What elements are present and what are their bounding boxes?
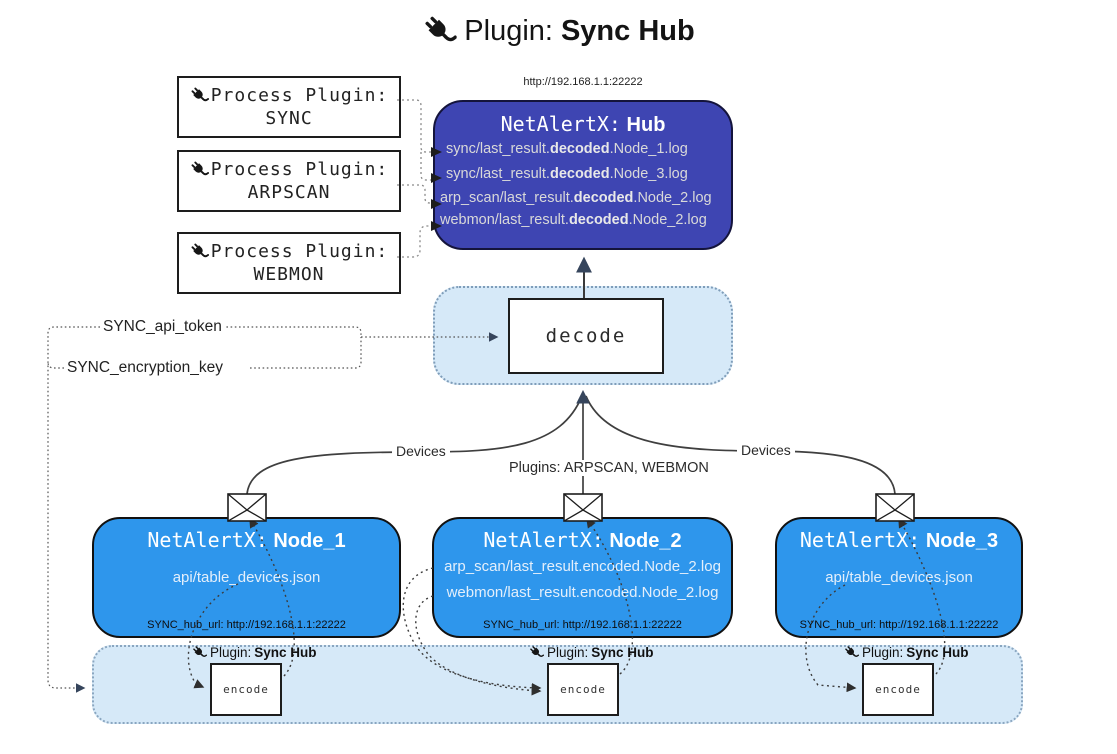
- encode-box: encode: [862, 663, 934, 716]
- process-plugin-arpscan-box: Process Plugin: ARPSCAN: [177, 150, 401, 212]
- node-title: NetAlertX: Node_2: [483, 528, 682, 552]
- decode-box: decode: [508, 298, 664, 374]
- encode-box: encode: [547, 663, 619, 716]
- sync-hub-plugin-label: Plugin:Sync Hub: [844, 645, 969, 660]
- process-plugin-name: SYNC: [265, 108, 313, 129]
- nodes-to-decode-edges: [246, 389, 896, 495]
- process-plugin-sync-box: Process Plugin: SYNC: [177, 76, 401, 138]
- title-name: Sync Hub: [560, 14, 695, 47]
- plug-icon: [422, 14, 456, 48]
- process-plugin-label: Process Plugin:: [210, 159, 389, 180]
- hub-url-label: http://192.168.1.1:22222: [523, 76, 643, 88]
- node-2-box: NetAlertX: Node_2 arp_scan/last_result.e…: [432, 517, 733, 638]
- process-plugin-label: Process Plugin:: [210, 241, 389, 262]
- sync-hub-plugin-label: Plugin:Sync Hub: [529, 645, 654, 660]
- node-file-line: api/table_devices.json: [825, 569, 973, 586]
- node-file-line: arp_scan/last_result.encoded.Node_2.log: [444, 558, 721, 575]
- node-3-box: NetAlertX: Node_3 api/table_devices.json…: [775, 517, 1023, 638]
- node-title: NetAlertX: Node_1: [147, 528, 346, 552]
- node-title: NetAlertX: Node_3: [799, 528, 999, 552]
- node-1-box: NetAlertX: Node_1 api/table_devices.json…: [92, 517, 401, 638]
- node-file-line: webmon/last_result.encoded.Node_2.log: [446, 584, 719, 601]
- plug-icon: [192, 645, 207, 660]
- plugins-edge-label: Plugins: ARPSCAN, WEBMON: [505, 460, 713, 476]
- node-file-line: api/table_devices.json: [172, 569, 321, 586]
- sync-encryption-key-label: SYNC_encryption_key: [64, 359, 226, 377]
- plug-icon: [529, 645, 544, 660]
- process-plugin-name: WEBMON: [253, 264, 325, 285]
- hub-log-line: webmon/last_result.decoded.Node_2.log: [440, 212, 707, 228]
- plug-icon: [190, 160, 209, 179]
- sync-hub-plugin-label: Plugin:Sync Hub: [192, 645, 317, 660]
- plug-icon: [190, 86, 209, 105]
- hub-log-line: sync/last_result.decoded.Node_3.log: [446, 166, 688, 182]
- process-plugin-webmon-box: Process Plugin: WEBMON: [177, 232, 401, 294]
- node-hub-url: SYNC_hub_url: http://192.168.1.1:22222: [483, 619, 682, 631]
- hub-box: NetAlertX: Hub sync/last_result.decoded.…: [433, 100, 733, 250]
- process-plugin-name: ARPSCAN: [247, 182, 331, 203]
- plug-icon: [190, 242, 209, 261]
- page-title: Plugin: Sync Hub: [422, 14, 695, 48]
- node-hub-url: SYNC_hub_url: http://192.168.1.1:22222: [147, 619, 346, 631]
- process-plugin-label: Process Plugin:: [210, 85, 389, 106]
- hub-log-line: sync/last_result.decoded.Node_1.log: [446, 141, 688, 157]
- encode-box: encode: [210, 663, 282, 716]
- plugin-to-hub-connectors: [397, 99, 433, 258]
- title-prefix: Plugin:: [464, 14, 553, 47]
- hub-title: NetAlertX: Hub: [500, 112, 666, 136]
- devices-left-label: Devices: [392, 443, 450, 459]
- plug-icon: [844, 645, 859, 660]
- sync-api-token-label: SYNC_api_token: [100, 318, 225, 336]
- devices-right-label: Devices: [737, 442, 795, 458]
- node-hub-url: SYNC_hub_url: http://192.168.1.1:22222: [799, 619, 999, 631]
- hub-log-line: arp_scan/last_result.decoded.Node_2.log: [440, 190, 712, 206]
